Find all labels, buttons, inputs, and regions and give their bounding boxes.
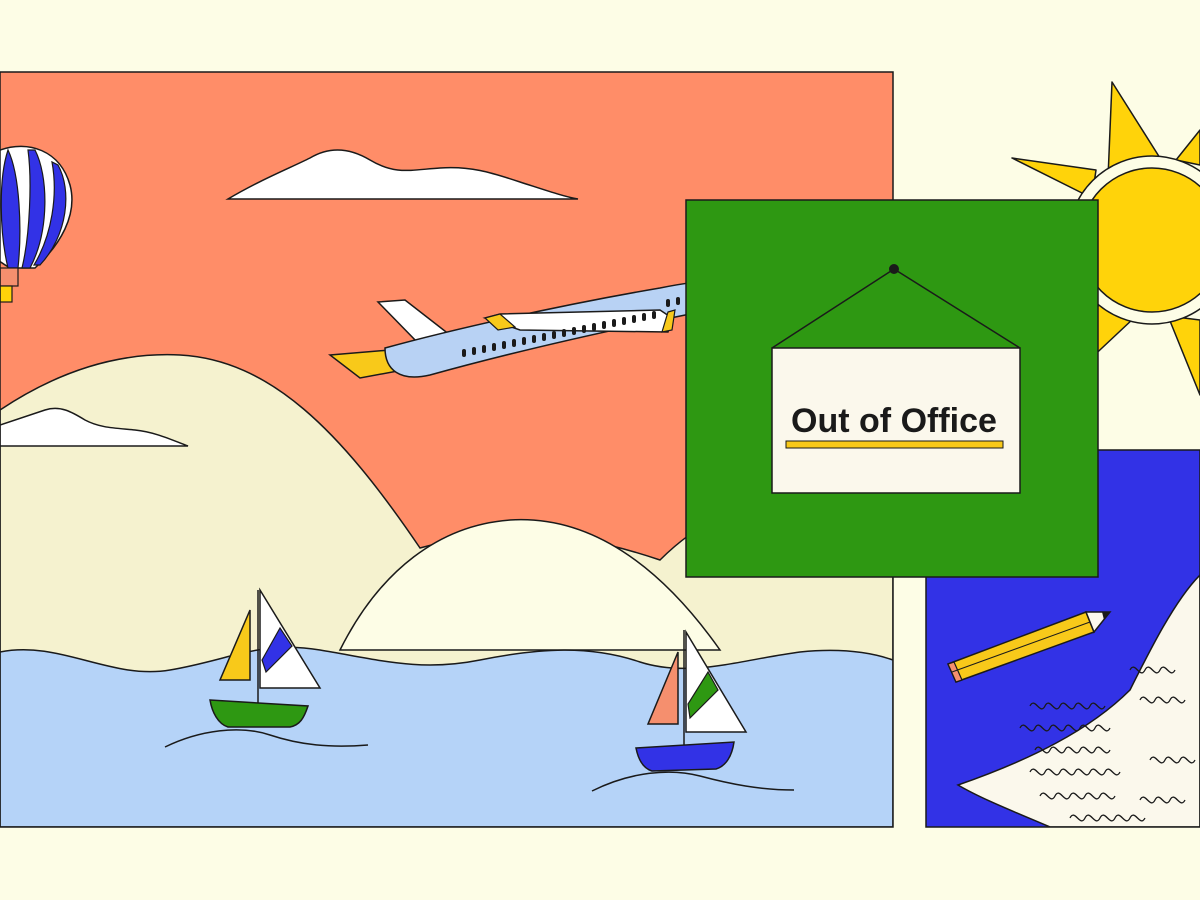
airplane-icon [328, 278, 754, 379]
pencil-icon [946, 611, 1112, 683]
front-hill [338, 518, 722, 651]
hanging-sign-icon: Out of Office [771, 264, 1021, 494]
sign-underline [785, 440, 1004, 449]
sign-text: Out of Office [791, 402, 997, 440]
out-of-office-board: Out of Office [685, 199, 1099, 578]
notebook-icon [956, 573, 1200, 827]
sailboat-icon [164, 587, 369, 748]
sailboat-icon [591, 629, 795, 792]
sea [0, 646, 893, 827]
cloud-icon [225, 149, 579, 200]
cloud-icon [0, 407, 189, 447]
hot-air-balloon-icon [0, 145, 73, 303]
